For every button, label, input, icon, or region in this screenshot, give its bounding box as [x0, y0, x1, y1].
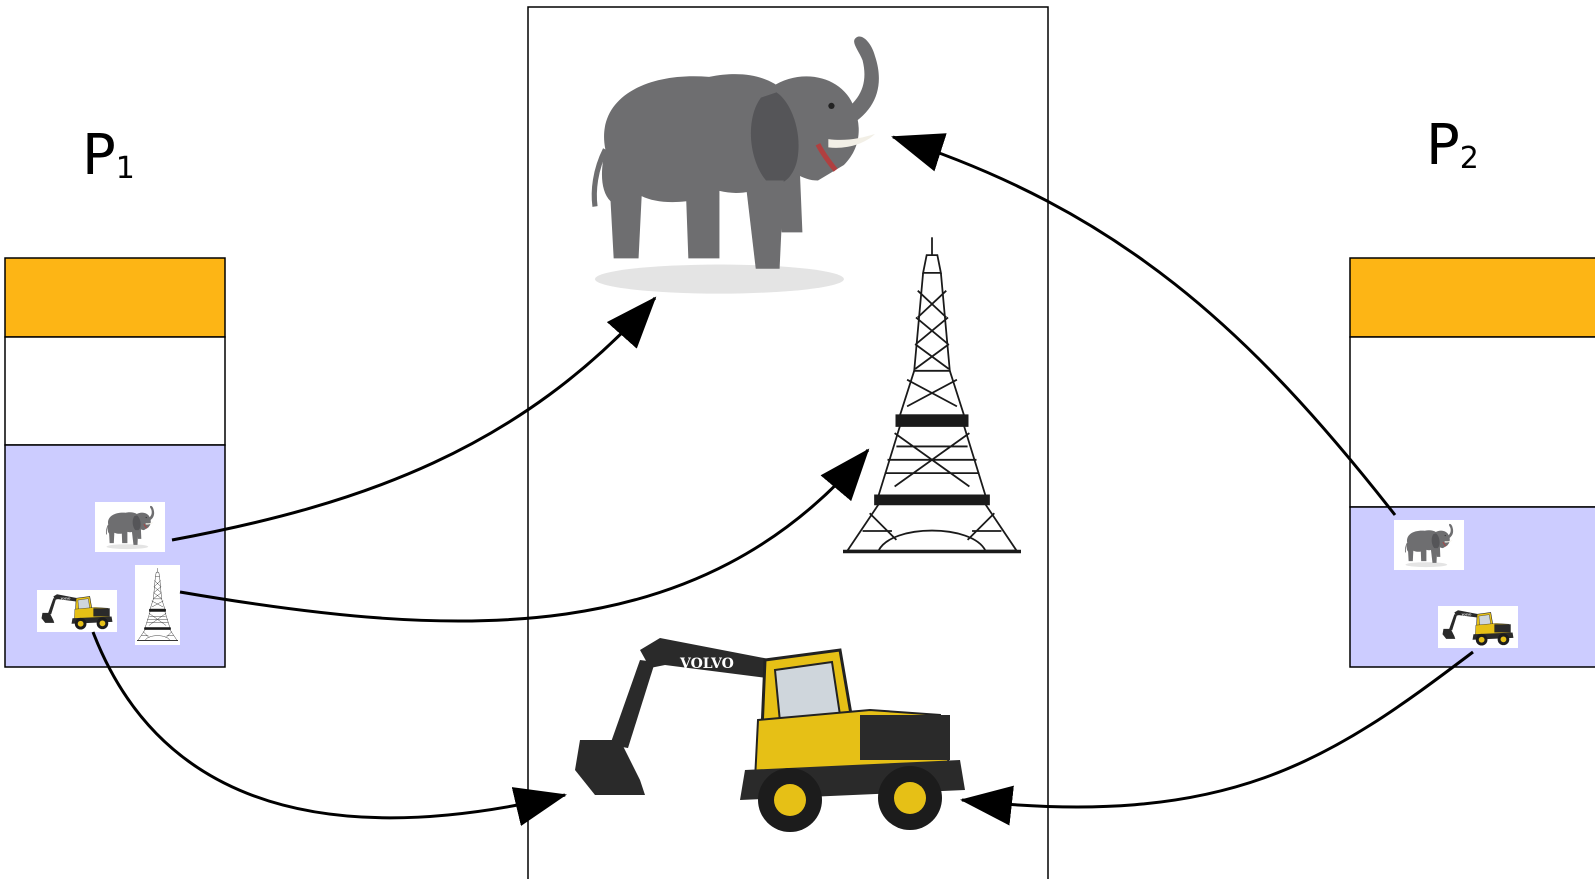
p1-eiffel-thumb-bg [135, 565, 180, 645]
p1-mapped-segment [5, 445, 225, 667]
p2-header-segment [1350, 258, 1595, 337]
p2-address-space [1350, 258, 1595, 667]
p1-header-segment [5, 258, 225, 337]
p1-empty-segment [5, 337, 225, 445]
p2-empty-segment [1350, 337, 1595, 507]
p1-address-space [5, 258, 225, 667]
